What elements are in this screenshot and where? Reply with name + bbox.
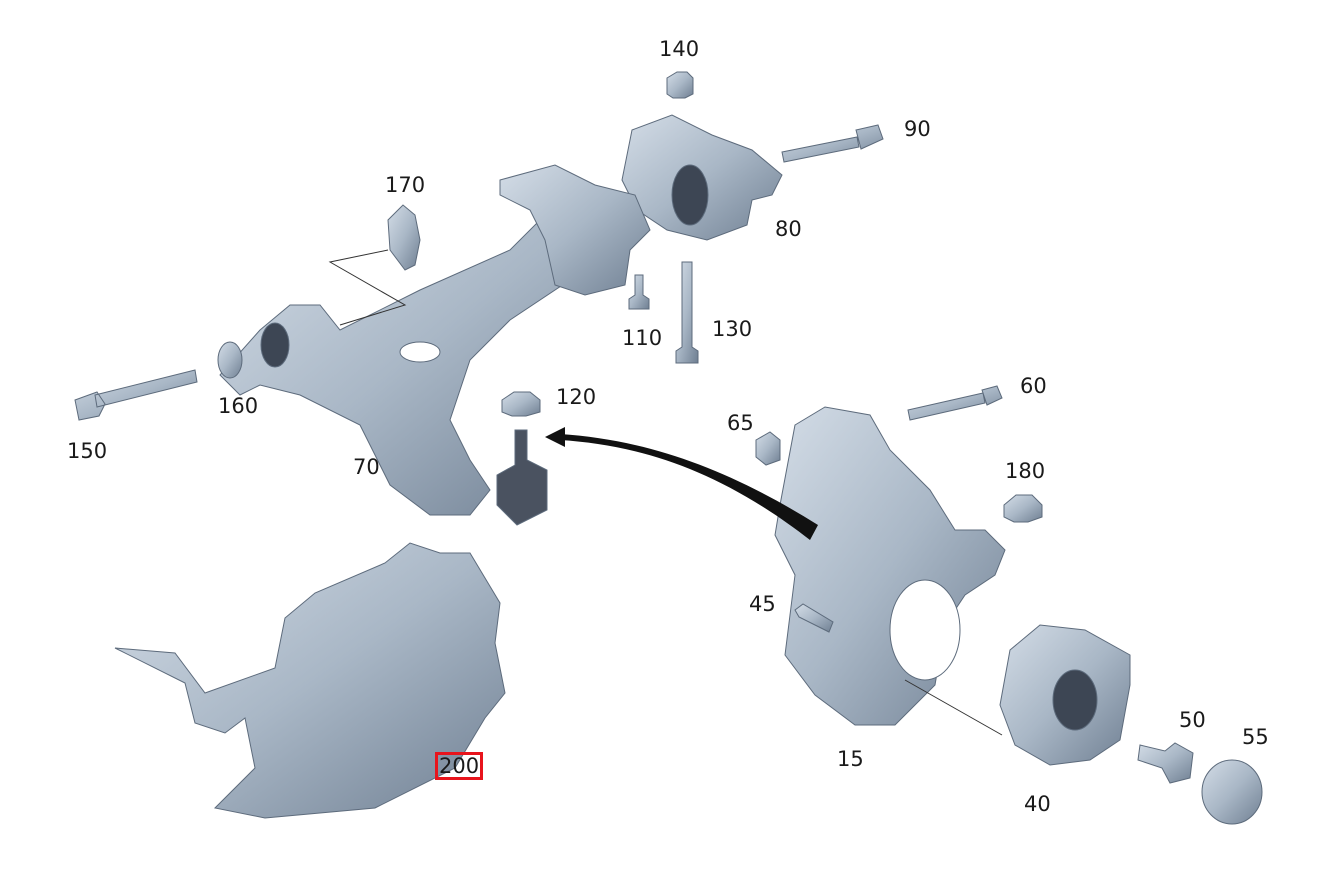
part-110-bolt[interactable]: [628, 274, 650, 310]
part-170-bracket[interactable]: [387, 204, 421, 271]
part-70-control-arm[interactable]: [219, 209, 591, 516]
part-140-nut[interactable]: [666, 71, 694, 99]
part-label-110[interactable]: 110: [622, 326, 663, 350]
part-label-130[interactable]: 130: [712, 317, 753, 341]
part-120-nut[interactable]: [501, 391, 541, 417]
part-45-bolt[interactable]: [794, 603, 834, 633]
part-130-bolt[interactable]: [675, 261, 699, 364]
part-90-bolt[interactable]: [781, 124, 884, 163]
part-label-120[interactable]: 120: [556, 385, 597, 409]
part-label-150[interactable]: 150: [67, 439, 108, 463]
part-50-bolt[interactable]: [1137, 742, 1194, 784]
part-160-washer[interactable]: [217, 341, 243, 379]
part-65-bushing[interactable]: [755, 431, 781, 466]
part-ball-joint[interactable]: [496, 429, 548, 526]
part-150-bolt[interactable]: [74, 369, 198, 421]
part-label-80[interactable]: 80: [775, 217, 802, 241]
part-label-40[interactable]: 40: [1024, 792, 1051, 816]
part-label-160[interactable]: 160: [218, 394, 259, 418]
part-200-splash-shield[interactable]: [114, 542, 506, 819]
part-15-steering-knuckle[interactable]: [774, 406, 1006, 726]
part-label-140[interactable]: 140: [659, 37, 700, 61]
part-55-cap[interactable]: [1201, 759, 1263, 825]
part-label-90[interactable]: 90: [904, 117, 931, 141]
part-label-60[interactable]: 60: [1020, 374, 1047, 398]
part-label-65[interactable]: 65: [727, 411, 754, 435]
part-label-15[interactable]: 15: [837, 747, 864, 771]
part-label-180[interactable]: 180: [1005, 459, 1046, 483]
part-60-bolt[interactable]: [907, 385, 1003, 421]
part-label-55[interactable]: 55: [1242, 725, 1269, 749]
part-70-rear-bushing[interactable]: [499, 164, 651, 296]
part-label-200[interactable]: 200: [435, 752, 484, 780]
part-label-50[interactable]: 50: [1179, 708, 1206, 732]
part-label-170[interactable]: 170: [385, 173, 426, 197]
part-label-70[interactable]: 70: [353, 455, 380, 479]
part-label-45[interactable]: 45: [749, 592, 776, 616]
part-180-nut[interactable]: [1003, 494, 1043, 523]
leader-line: [328, 249, 1003, 736]
